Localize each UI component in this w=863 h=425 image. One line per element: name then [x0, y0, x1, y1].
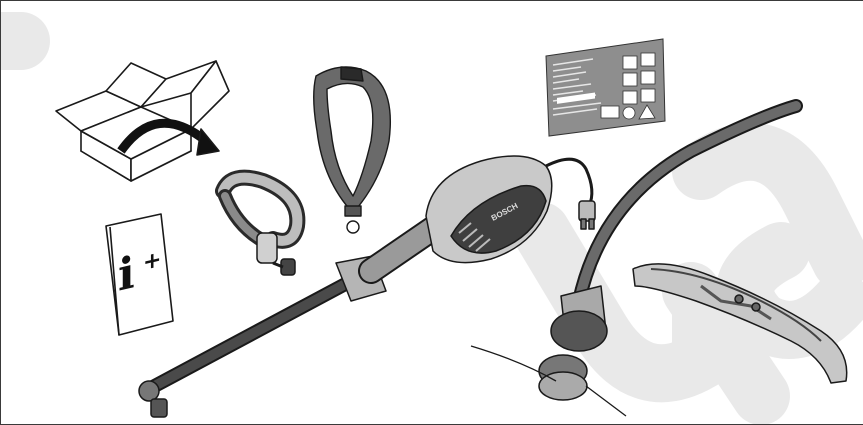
rating-plate-label [546, 39, 665, 136]
open-box-icon [56, 61, 229, 181]
shoulder-strap [314, 67, 391, 233]
manual-info-icon [106, 214, 173, 335]
manual-letter: i [118, 251, 135, 299]
auxiliary-handle [223, 178, 297, 275]
manual-plus: + [143, 249, 161, 275]
